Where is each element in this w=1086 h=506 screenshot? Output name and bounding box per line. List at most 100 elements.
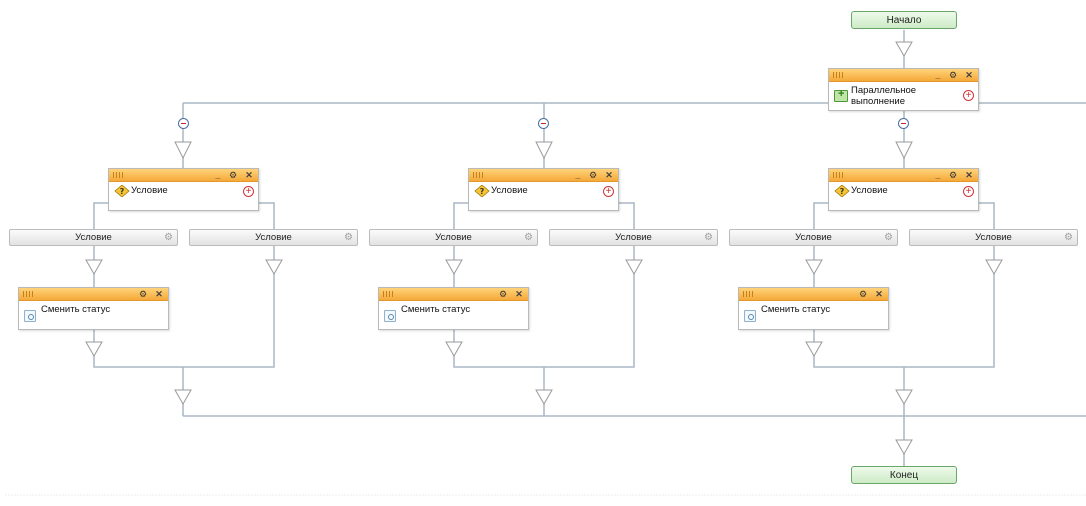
arrow-b1-right: [265, 259, 283, 276]
condition-bar-label: Условие: [975, 232, 1012, 243]
close-icon[interactable]: ✕: [515, 289, 523, 299]
arrow-b3-right: [985, 259, 1003, 276]
gear-icon[interactable]: ⚙: [588, 170, 598, 180]
condition-icon: ?: [114, 185, 130, 197]
svg-text:?: ?: [120, 187, 125, 196]
gear-icon[interactable]: ⚙: [228, 170, 238, 180]
arrow-b3-merge: [895, 389, 913, 406]
status-icon: [744, 310, 756, 322]
gear-icon[interactable]: ⚙: [948, 170, 958, 180]
gear-icon[interactable]: ⚙: [1064, 232, 1073, 243]
parallel-execution-block[interactable]: _ ⚙ ✕ Параллельное выполнение +: [828, 68, 979, 111]
condition-icon: ?: [474, 185, 490, 197]
drag-handle[interactable]: [743, 291, 753, 297]
start-node[interactable]: Начало: [851, 11, 957, 29]
condition-bar[interactable]: Условие ⚙: [9, 229, 178, 246]
close-icon[interactable]: ✕: [155, 289, 163, 299]
close-icon[interactable]: ✕: [245, 170, 253, 180]
condition-block[interactable]: _ ⚙ ✕ ? Условие +: [108, 168, 259, 211]
condition-label: Условие: [491, 185, 528, 196]
add-condition-button[interactable]: +: [963, 186, 974, 197]
status-icon: [24, 310, 36, 322]
condition-bar[interactable]: Условие ⚙: [909, 229, 1078, 246]
add-condition-button[interactable]: +: [243, 186, 254, 197]
block-header[interactable]: _ ⚙ ✕: [829, 169, 978, 182]
drag-handle[interactable]: [833, 172, 843, 178]
gear-icon[interactable]: ⚙: [138, 289, 148, 299]
drag-handle[interactable]: [473, 172, 483, 178]
condition-label: Условие: [131, 185, 168, 196]
minimize-icon[interactable]: _: [575, 170, 581, 180]
condition-bar[interactable]: Условие ⚙: [549, 229, 718, 246]
status-label: Сменить статус: [761, 304, 831, 315]
close-icon[interactable]: ✕: [965, 70, 973, 80]
arrow-branch-1: [174, 141, 192, 160]
parallel-label: Параллельное выполнение: [851, 85, 917, 107]
parallel-execution-icon: [834, 88, 848, 102]
gear-icon[interactable]: ⚙: [164, 232, 173, 243]
condition-icon: ?: [834, 185, 850, 197]
block-header[interactable]: _ ⚙ ✕: [109, 169, 258, 182]
drag-handle[interactable]: [113, 172, 123, 178]
gear-icon[interactable]: ⚙: [948, 70, 958, 80]
gear-icon[interactable]: ⚙: [524, 232, 533, 243]
condition-bar-label: Условие: [435, 232, 472, 243]
arrow-b2-status: [445, 341, 463, 358]
block-header[interactable]: ⚙ ✕: [739, 288, 888, 301]
condition-bar-label: Условие: [615, 232, 652, 243]
arrow-b2-left: [445, 259, 463, 276]
status-label: Сменить статус: [41, 304, 111, 315]
svg-text:?: ?: [840, 187, 845, 196]
close-icon[interactable]: ✕: [875, 289, 883, 299]
status-label: Сменить статус: [401, 304, 471, 315]
arrow-b1-status: [85, 341, 103, 358]
block-header[interactable]: _ ⚙ ✕: [469, 169, 618, 182]
remove-branch-3-button[interactable]: [898, 118, 909, 129]
minimize-icon[interactable]: _: [935, 70, 941, 80]
condition-block[interactable]: _ ⚙ ✕ ? Условие +: [828, 168, 979, 211]
condition-bar[interactable]: Условие ⚙: [189, 229, 358, 246]
arrow-b1-merge: [174, 389, 192, 406]
drag-handle[interactable]: [833, 72, 843, 78]
condition-bar[interactable]: Условие ⚙: [729, 229, 898, 246]
block-header[interactable]: _ ⚙ ✕: [829, 69, 978, 82]
arrow-branch-2: [535, 141, 553, 160]
minimize-icon[interactable]: _: [215, 170, 221, 180]
close-icon[interactable]: ✕: [605, 170, 613, 180]
change-status-block[interactable]: ⚙ ✕ Сменить статус: [18, 287, 169, 330]
arrow-b2-merge: [535, 389, 553, 406]
remove-branch-2-button[interactable]: [538, 118, 549, 129]
end-label: Конец: [889, 470, 919, 481]
condition-bar-label: Условие: [255, 232, 292, 243]
arrow-end: [895, 439, 913, 456]
condition-block[interactable]: _ ⚙ ✕ ? Условие +: [468, 168, 619, 211]
condition-bar-label: Условие: [795, 232, 832, 243]
change-status-block[interactable]: ⚙ ✕ Сменить статус: [738, 287, 889, 330]
add-branch-button[interactable]: +: [963, 90, 974, 101]
gear-icon[interactable]: ⚙: [884, 232, 893, 243]
gear-icon[interactable]: ⚙: [344, 232, 353, 243]
svg-text:?: ?: [480, 187, 485, 196]
add-condition-button[interactable]: +: [603, 186, 614, 197]
close-icon[interactable]: ✕: [965, 170, 973, 180]
remove-branch-1-button[interactable]: [178, 118, 189, 129]
condition-bar[interactable]: Условие ⚙: [369, 229, 538, 246]
end-node[interactable]: Конец: [851, 466, 957, 484]
start-label: Начало: [886, 15, 922, 26]
arrow-branch-3: [895, 141, 913, 160]
gear-icon[interactable]: ⚙: [704, 232, 713, 243]
gear-icon[interactable]: ⚙: [498, 289, 508, 299]
minimize-icon[interactable]: _: [935, 170, 941, 180]
gear-icon[interactable]: ⚙: [858, 289, 868, 299]
arrow-start: [895, 41, 913, 58]
change-status-block[interactable]: ⚙ ✕ Сменить статус: [378, 287, 529, 330]
drag-handle[interactable]: [23, 291, 33, 297]
block-header[interactable]: ⚙ ✕: [379, 288, 528, 301]
arrow-b3-left: [805, 259, 823, 276]
block-header[interactable]: ⚙ ✕: [19, 288, 168, 301]
status-icon: [384, 310, 396, 322]
drag-handle[interactable]: [383, 291, 393, 297]
condition-label: Условие: [851, 185, 888, 196]
arrow-b1-left: [85, 259, 103, 276]
